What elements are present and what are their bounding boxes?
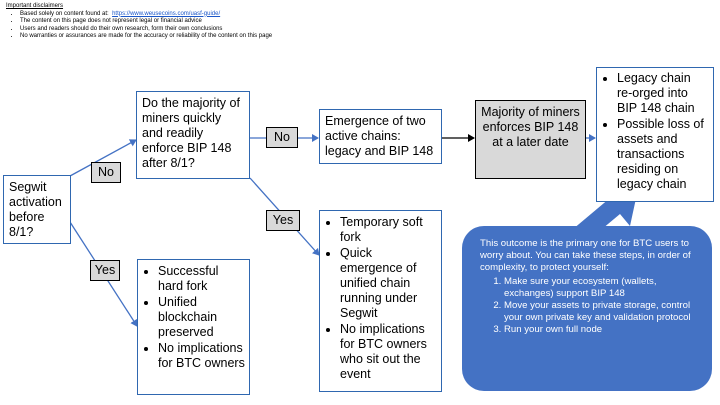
legacy-reorg-box: Legacy chain re-orged into BIP 148 chain… (596, 67, 714, 202)
source-link[interactable]: https://www.weusecoins.com/uasf-guide/ (112, 10, 221, 17)
label-no: No (91, 162, 121, 183)
arrow-segwit-to-question (69, 139, 137, 177)
segwit-question-box: Segwit activation before 8/1? (3, 175, 71, 244)
callout-step: Run your own full node (504, 324, 700, 336)
list-item: Unified blockchain preserved (158, 295, 245, 340)
two-chains-text: Emergence of two active chains: legacy a… (325, 114, 434, 158)
disclaimer-source-prefix: Based solely on content found at: (20, 10, 109, 17)
list-item: Temporary soft fork (340, 215, 437, 245)
disclaimer-item: No warranties or assurances are made for… (20, 33, 272, 41)
label-yes: Yes (90, 260, 120, 281)
callout-intro: This outcome is the primary one for BTC … (480, 238, 691, 274)
segwit-question-text: Segwit activation before 8/1? (9, 180, 62, 239)
disclaimer-item: The content on this page does not repres… (20, 18, 272, 26)
list-item: Quick emergence of unified chain running… (340, 246, 437, 321)
callout-step: Make sure your ecosystem (wallets, excha… (504, 276, 700, 300)
protection-callout: This outcome is the primary one for BTC … (462, 226, 712, 391)
soft-fork-list: Temporary soft fork Quick emergence of u… (324, 215, 437, 382)
legacy-reorg-list: Legacy chain re-orged into BIP 148 chain… (601, 71, 709, 192)
disclaimer-item: Users and readers should do their own re… (20, 26, 272, 34)
disclaimer-block: Important disclaimers Based solely on co… (6, 3, 272, 41)
disclaimer-source: Based solely on content found at: https:… (20, 11, 272, 19)
disclaimer-title: Important disclaimers (6, 3, 64, 9)
label-no: No (266, 127, 298, 148)
hard-fork-list: Successful hard fork Unified blockchain … (142, 264, 245, 371)
list-item: Legacy chain re-orged into BIP 148 chain (617, 71, 709, 116)
list-item: Successful hard fork (158, 264, 245, 294)
hard-fork-box: Successful hard fork Unified blockchain … (137, 259, 250, 395)
list-item: Possible loss of assets and transactions… (617, 117, 709, 192)
callout-steps: Make sure your ecosystem (wallets, excha… (480, 276, 700, 337)
majority-later-box: Majority of miners enforces BIP 148 at a… (475, 100, 586, 179)
majority-question-box: Do the majority of miners quickly and re… (136, 91, 250, 179)
callout-step: Move your assets to private storage, con… (504, 300, 700, 324)
list-item: No implications for BTC owners (158, 341, 245, 371)
majority-question-text: Do the majority of miners quickly and re… (142, 96, 240, 170)
label-yes: Yes (266, 210, 300, 231)
list-item: No implications for BTC owners who sit o… (340, 322, 437, 382)
soft-fork-box: Temporary soft fork Quick emergence of u… (319, 210, 442, 392)
majority-later-text: Majority of miners enforces BIP 148 at a… (481, 105, 580, 149)
two-chains-box: Emergence of two active chains: legacy a… (319, 109, 442, 164)
disclaimer-list: Based solely on content found at: https:… (6, 11, 272, 41)
